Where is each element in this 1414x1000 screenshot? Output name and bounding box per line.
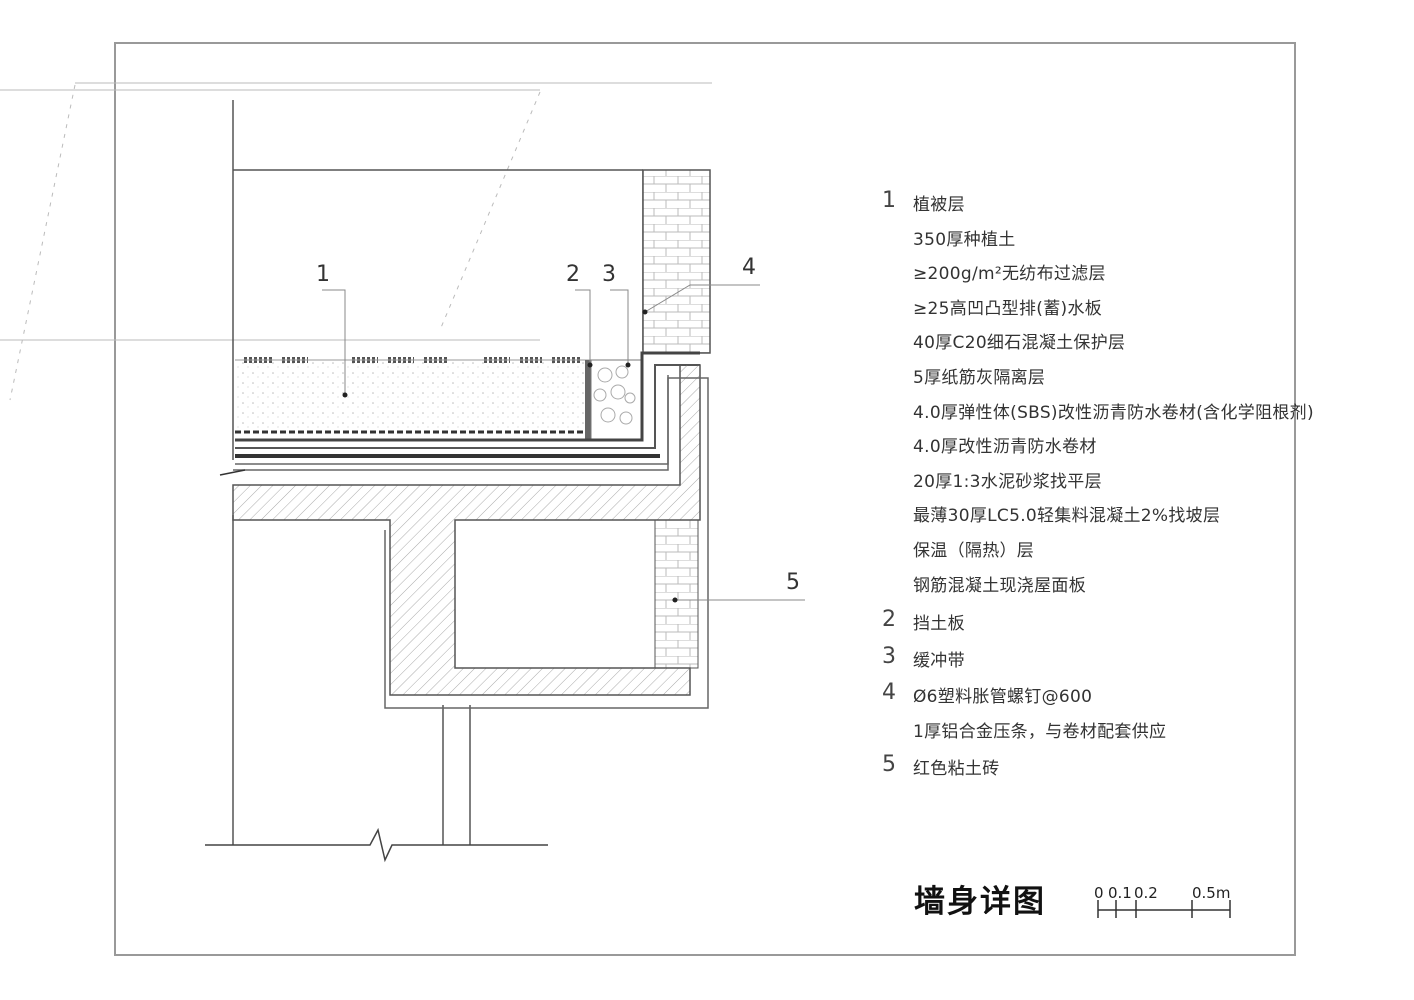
- drawing-title: 墙身详图: [914, 884, 1046, 920]
- legend-line: 挡土板: [913, 614, 965, 635]
- legend-line: 40厚C20细石混凝土保护层: [913, 333, 1126, 354]
- scale-bar: [1097, 900, 1231, 918]
- legend-number-5: 5: [882, 751, 896, 777]
- insulation-line: [233, 377, 709, 709]
- legend-line: 缓冲带: [913, 650, 965, 671]
- brick-wall: [654, 519, 699, 669]
- legend-line: 红色粘土砖: [913, 758, 1000, 779]
- legend-line: 1厚铝合金压条，与卷材配套供应: [913, 722, 1167, 742]
- legend-line: 植被层: [913, 195, 965, 215]
- leader-lines: [322, 284, 805, 601]
- wall-lines: [232, 100, 644, 845]
- callout-3: 3: [602, 262, 616, 287]
- retaining-board: [585, 360, 591, 440]
- legend-line: Ø6塑料胀管螺钉@600: [913, 687, 1093, 708]
- legend-number-4: 4: [882, 680, 896, 706]
- soil-layer: [235, 360, 585, 432]
- leader-dots: [342, 309, 678, 603]
- legend-line: 保温（隔热）层: [913, 541, 1035, 561]
- concrete-slab: [232, 364, 701, 696]
- offsheet-lines: [0, 82, 712, 401]
- sheet-frame: [114, 42, 1296, 956]
- scale-tick-2: 0.2: [1134, 884, 1158, 902]
- callout-4: 4: [742, 255, 756, 280]
- callout-1: 1: [316, 262, 330, 287]
- legend-line: 4.0厚弹性体(SBS)改性沥青防水卷材(含化学阻根剂): [913, 402, 1314, 423]
- break-line: [219, 469, 246, 476]
- buffer-cells: [593, 365, 636, 425]
- bottom-break-symbol: [205, 827, 548, 863]
- legend-line: 5厚纸筋灰隔离层: [913, 368, 1046, 388]
- legend-line: 钢筋混凝土现浇屋面板: [913, 575, 1086, 596]
- legend-line: ≥200g/m²无纺布过滤层: [913, 264, 1106, 285]
- legend-number-3: 3: [882, 643, 896, 669]
- legend-line: 最薄30厚LC5.0轻集料混凝土2%找坡层: [913, 506, 1221, 527]
- brick-parapet: [642, 169, 711, 354]
- callout-2: 2: [566, 262, 580, 287]
- callout-5: 5: [786, 570, 800, 595]
- legend-line: 350厚种植土: [913, 229, 1016, 250]
- scale-tick-3: 0.5m: [1192, 884, 1231, 902]
- legend-number-1: 1: [882, 188, 896, 213]
- scale-tick-0: 0: [1094, 884, 1104, 902]
- legend-line: 4.0厚改性沥青防水卷材: [913, 437, 1097, 458]
- legend-number-2: 2: [882, 607, 896, 633]
- legend-line: 20厚1:3水泥砂浆找平层: [913, 471, 1102, 492]
- legend-line: ≥25高凹凸型排(蓄)水板: [913, 298, 1103, 319]
- scale-tick-1: 0.1: [1108, 884, 1132, 902]
